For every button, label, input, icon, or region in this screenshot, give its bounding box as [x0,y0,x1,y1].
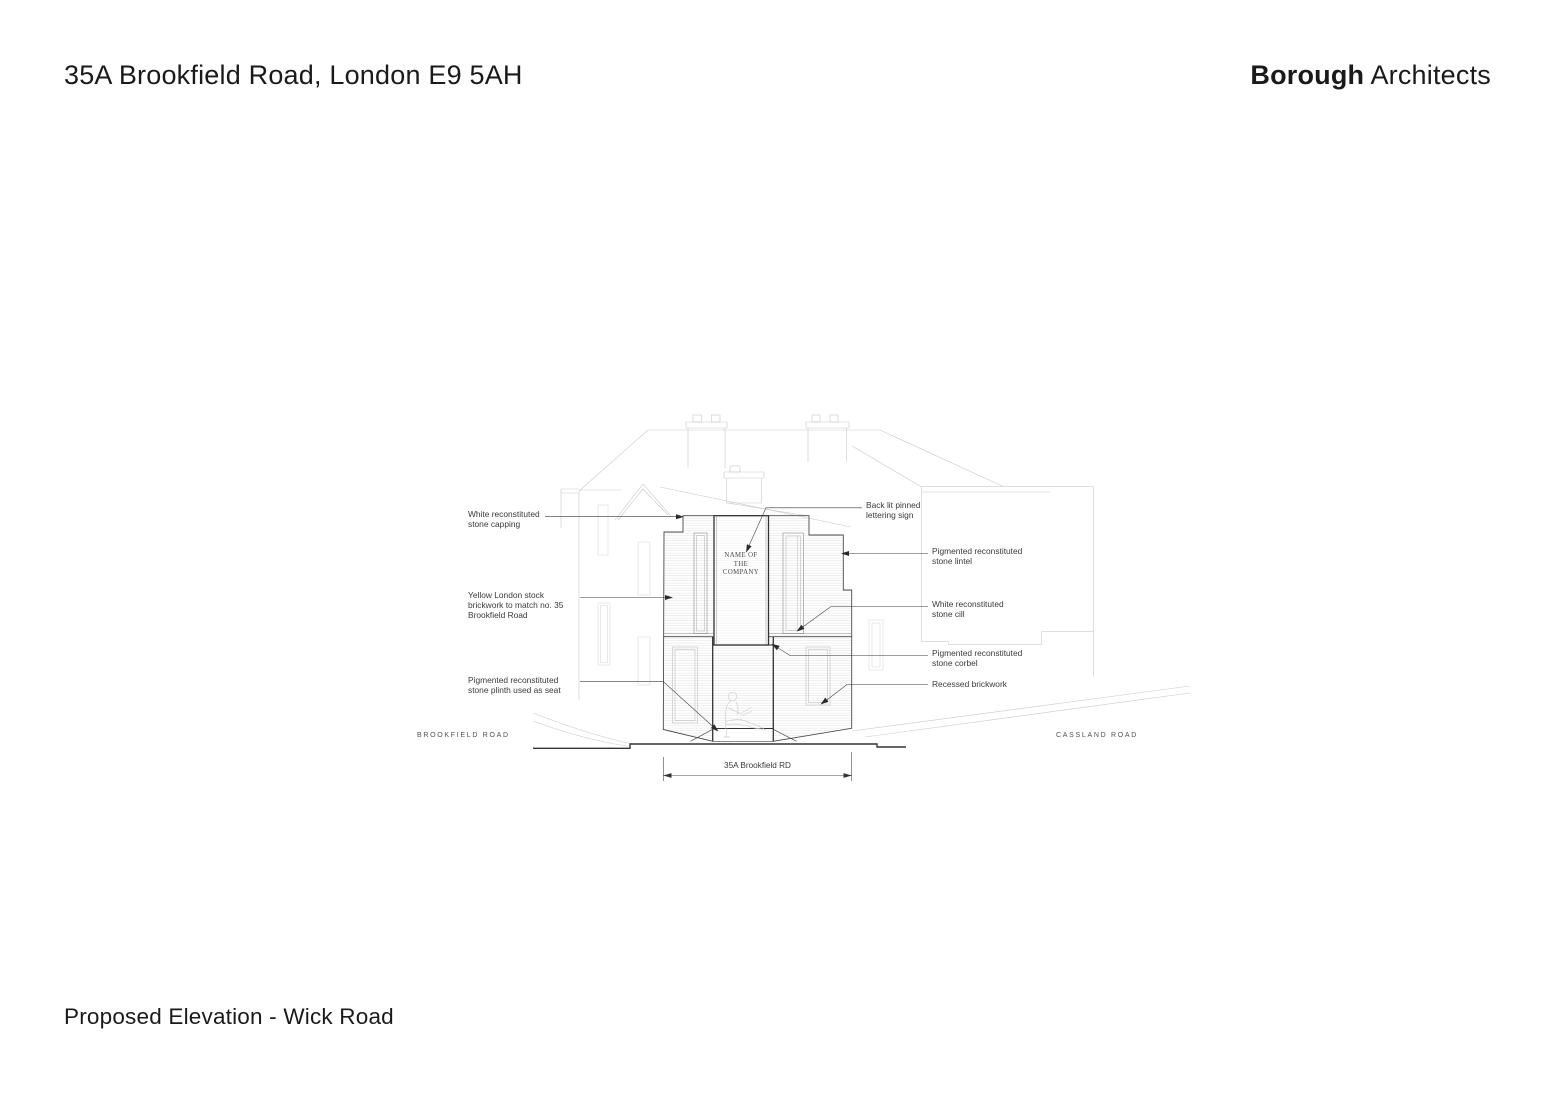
leader-lines [545,507,928,728]
annotation-stone-cill: White reconstituted stone cill [932,599,1004,619]
background-windows [597,504,884,686]
dimension-label: 35A Brookfield RD [724,761,791,770]
person-figure [723,691,767,738]
ground-line [533,743,906,749]
drawing-title: Proposed Elevation - Wick Road [64,1004,394,1029]
proposed-facade [662,515,853,742]
firm-name-regular: Architects [1364,60,1491,90]
project-address: 35A Brookfield Road, London E9 5AH [64,60,523,90]
annotation-recessed-brickwork: Recessed brickwork [932,679,1007,689]
street-label-cassland-road: CASSLAND ROAD [1056,732,1139,739]
dimension-arrowheads [663,773,852,778]
leader-arrowheads [665,514,849,732]
street-label-brookfield-road: BROOKFIELD ROAD [417,732,510,739]
annotation-stone-corbel: Pigmented reconstituted stone corbel [932,648,1023,668]
annotation-backlit-sign: Back lit pinned lettering sign [866,500,921,520]
firm-name: Borough Architects [1250,60,1491,91]
dimension-lines [663,752,852,781]
annotation-yellow-brickwork: Yellow London stock brickwork to match n… [468,590,564,620]
background-buildings [532,414,1191,747]
company-sign-text: NAME OF THE COMPANY [722,552,760,577]
firm-name-bold: Borough [1250,60,1365,90]
annotation-stone-lintel: Pigmented reconstituted stone lintel [932,546,1023,566]
annotation-stone-capping: White reconstituted stone capping [468,509,540,529]
annotation-stone-plinth-seat: Pigmented reconstituted stone plinth use… [468,675,561,695]
